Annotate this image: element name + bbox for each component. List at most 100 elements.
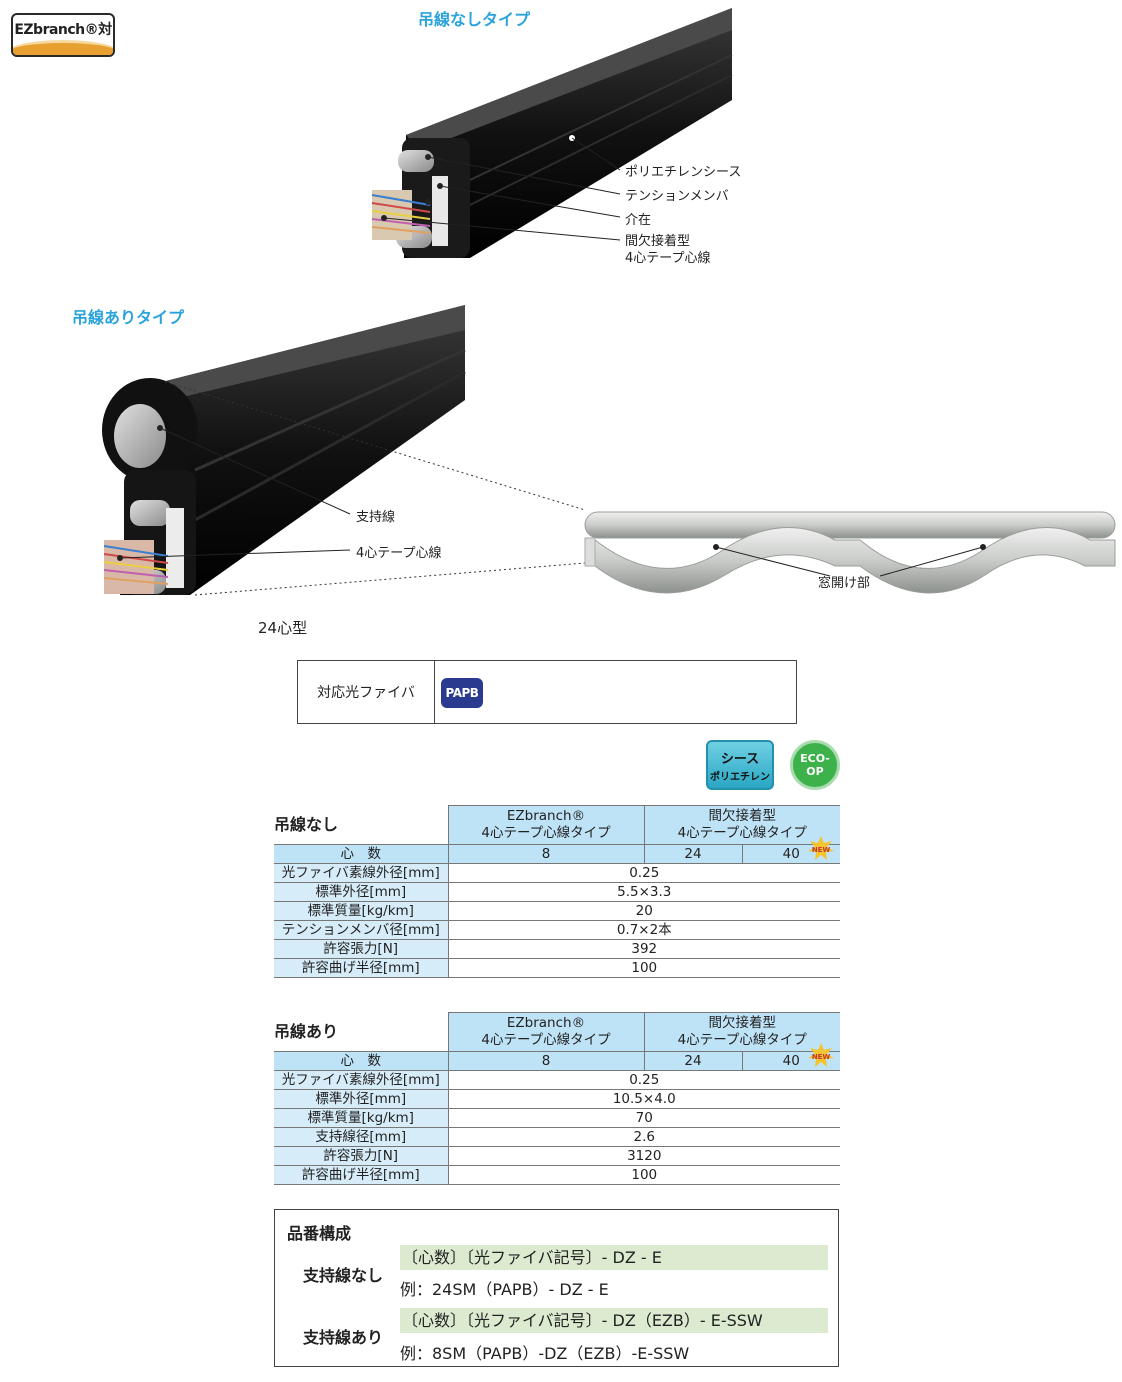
col-header-ezbranch: EZbranch®4心テープ心線タイプ — [447, 805, 644, 845]
row-value: 2.6 — [448, 1127, 840, 1147]
row-label: 許容張力[N] — [274, 1146, 449, 1166]
new-badge-text: NEW — [812, 1053, 831, 1061]
fiber-bundle-bottom — [103, 540, 169, 594]
spec-table-title: 吊線なし — [274, 805, 448, 845]
cores-8: 8 — [447, 1051, 644, 1071]
table-row: 光ファイバ素線外径[mm]0.25 — [274, 863, 840, 883]
table-row: 標準質量[kg/km]70 — [274, 1108, 840, 1128]
row-label: 光ファイバ素線外径[mm] — [274, 1070, 449, 1090]
row-value: 5.5×3.3 — [448, 882, 840, 902]
row-label: 標準外径[mm] — [274, 882, 449, 902]
col-header-ezbranch-line2: 4心テープ心線タイプ — [481, 1032, 611, 1048]
title-no-support-type: 吊線なしタイプ — [418, 10, 531, 29]
cable-with-support — [102, 305, 586, 596]
model-24core: 24心型 — [258, 619, 308, 637]
cores-40-cell: 40 NEW — [741, 836, 840, 864]
label-filler: 介在 — [625, 213, 652, 228]
row-label: 標準質量[kg/km] — [274, 1108, 449, 1128]
cores-40: 40 — [782, 846, 800, 862]
table-row: 標準外径[mm]10.5×4.0 — [274, 1089, 840, 1109]
row-value: 0.25 — [448, 863, 840, 883]
row-label: 標準外径[mm] — [274, 1089, 449, 1109]
row-value: 10.5×4.0 — [448, 1089, 840, 1109]
table-row: 光ファイバ素線外径[mm]0.25 — [274, 1070, 840, 1090]
cores-40: 40 — [782, 1053, 800, 1069]
label-intermittent-bonded: 間欠接着型 4心テープ心線 — [625, 233, 711, 267]
no-support-example: 例：24SM（PAPB）- DZ - E — [400, 1280, 609, 1299]
eco-op-icon: ECO- OP — [790, 740, 840, 790]
with-support-code: 〔心数〕〔光ファイバ記号〕- DZ（EZB）- E-SSW — [400, 1308, 828, 1333]
cores-24: 24 — [643, 844, 742, 864]
label-intermittent-bonded-line2: 4心テープ心線 — [625, 251, 711, 266]
ezbranch-badge: EZbranch®対応 — [11, 13, 115, 57]
table-row: 許容曲げ半径[mm]100 — [274, 958, 840, 978]
no-support-label: 支持線なし — [303, 1266, 384, 1285]
cores-24: 24 — [643, 1051, 742, 1071]
supported-fiber-label: 対応光ファイバ — [298, 661, 435, 723]
with-support-label: 支持線あり — [303, 1328, 384, 1347]
cable-no-support — [371, 8, 733, 258]
supported-fiber-box: 対応光ファイバ PAPB — [297, 660, 797, 724]
fiber-bundle-top — [371, 190, 431, 240]
row-value: 70 — [448, 1108, 840, 1128]
col-header-intermittent-line2: 4心テープ心線タイプ — [677, 825, 807, 841]
sheath-icon-line2: ポリエチレン — [710, 772, 770, 783]
cores-label: 心 数 — [274, 844, 449, 864]
table-row: 標準外径[mm]5.5×3.3 — [274, 882, 840, 902]
ezbranch-swoosh — [13, 40, 113, 55]
sheath-polyethylene-icon: シース ポリエチレン — [706, 740, 774, 790]
cores-8: 8 — [447, 844, 644, 864]
spec-table-title: 吊線あり — [274, 1012, 448, 1052]
label-intermittent-bonded-line1: 間欠接着型 — [625, 234, 691, 249]
col-header-intermittent-line1: 間欠接着型 — [708, 808, 777, 824]
table-row: 支持線径[mm]2.6 — [274, 1127, 840, 1147]
row-label: 許容張力[N] — [274, 939, 449, 959]
table-row: 許容張力[N]392 — [274, 939, 840, 959]
no-support-code: 〔心数〕〔光ファイバ記号〕- DZ - E — [400, 1245, 828, 1270]
table-row: 許容張力[N]3120 — [274, 1146, 840, 1166]
row-value: 3120 — [448, 1146, 840, 1166]
row-value: 392 — [448, 939, 840, 959]
cable-illustrations — [102, 8, 1116, 596]
label-tension-member: テンションメンバ — [625, 189, 729, 204]
label-polyethylene-sheath: ポリエチレンシース — [625, 165, 742, 180]
row-value: 0.25 — [448, 1070, 840, 1090]
row-value: 0.7×2本 — [448, 920, 840, 940]
eco-icon-line2: OP — [806, 765, 824, 778]
row-label: 光ファイバ素線外径[mm] — [274, 863, 449, 883]
row-value: 100 — [448, 958, 840, 978]
label-window-section: 窓開け部 — [818, 576, 871, 591]
new-badge-icon: NEW — [808, 836, 834, 860]
col-header-intermittent-line1: 間欠接着型 — [708, 1015, 777, 1031]
part-number-box: 品番構成 支持線なし 〔心数〕〔光ファイバ記号〕- DZ - E 例：24SM（… — [274, 1209, 839, 1367]
row-label: テンションメンバ径[mm] — [274, 920, 449, 940]
row-label: 許容曲げ半径[mm] — [274, 958, 449, 978]
col-header-ezbranch-line1: EZbranch® — [506, 808, 586, 824]
part-number-title: 品番構成 — [287, 1224, 352, 1243]
with-support-example: 例：8SM（PAPB）-DZ（EZB）-E-SSW — [400, 1344, 690, 1363]
label-4core-ribbon: 4心テープ心線 — [356, 546, 442, 561]
sheath-icon-line1: シース — [720, 752, 760, 767]
table-row: 標準質量[kg/km]20 — [274, 901, 840, 921]
window-section-illustration — [584, 511, 1116, 594]
label-support-wire: 支持線 — [356, 510, 396, 525]
table-row: 許容曲げ半径[mm]100 — [274, 1165, 840, 1185]
col-header-ezbranch: EZbranch®4心テープ心線タイプ — [447, 1012, 644, 1052]
table-row: テンションメンバ径[mm]0.7×2本 — [274, 920, 840, 940]
col-header-ezbranch-line1: EZbranch® — [506, 1015, 586, 1031]
cores-40-cell: 40 NEW — [741, 1043, 840, 1071]
new-badge-icon: NEW — [808, 1043, 834, 1067]
table-row: 心 数 8 24 40 NEW — [274, 836, 840, 864]
new-badge-text: NEW — [812, 846, 831, 854]
eco-icon-line1: ECO- — [800, 752, 830, 765]
row-label: 支持線径[mm] — [274, 1127, 449, 1147]
col-header-intermittent-line2: 4心テープ心線タイプ — [677, 1032, 807, 1048]
papb-icon: PAPB — [441, 678, 483, 708]
row-label: 標準質量[kg/km] — [274, 901, 449, 921]
table-row: 心 数 8 24 40 NEW — [274, 1043, 840, 1071]
row-value: 100 — [448, 1165, 840, 1185]
row-value: 20 — [448, 901, 840, 921]
